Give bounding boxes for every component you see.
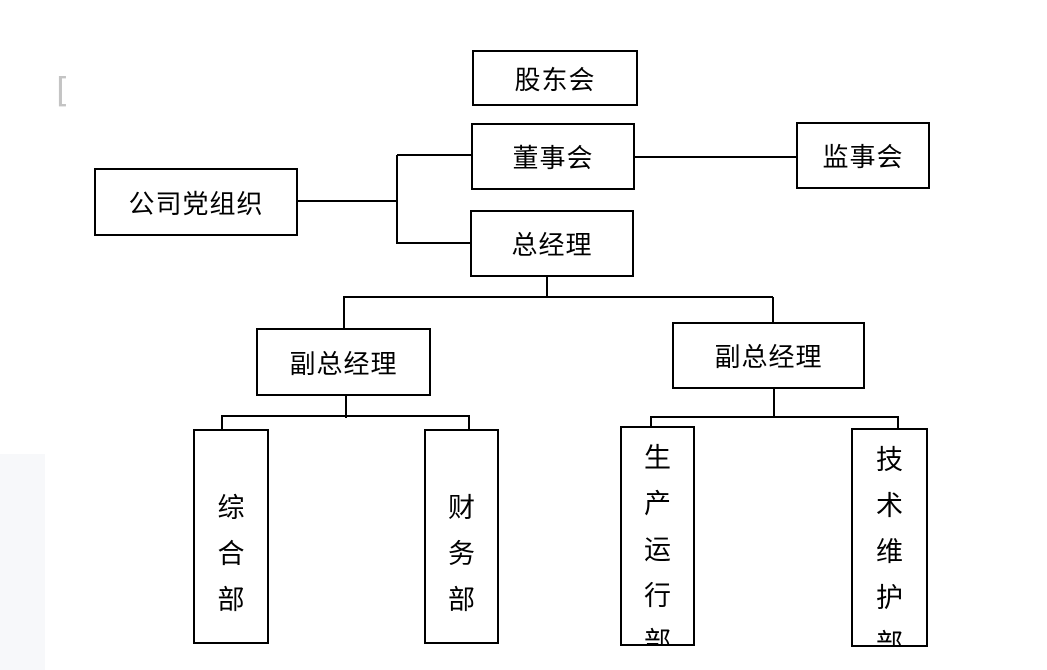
dept-tech-box: 技 术 维 护 部	[851, 428, 928, 647]
shareholders-box: 股东会	[472, 50, 638, 106]
gm-label: 总经理	[511, 231, 593, 261]
deputy-gm-right-label: 副总经理	[714, 343, 823, 373]
bracket-mark: [	[56, 71, 70, 111]
side-panel	[0, 454, 45, 670]
deputy-gm-right-box: 副总经理	[672, 322, 865, 389]
dept-finance-label: 财 务 部	[448, 493, 475, 616]
deputy-gm-left-box: 副总经理	[256, 328, 431, 396]
board-label: 董事会	[512, 144, 594, 174]
dept-general-label: 综 合 部	[217, 493, 245, 616]
dept-production-box: 生 产 运 行 部	[620, 426, 695, 646]
dept-tech-label: 技 术 维 护 部	[876, 445, 903, 647]
supervisors-box: 监事会	[796, 122, 930, 189]
deputy-gm-left-label: 副总经理	[289, 349, 398, 380]
dept-general-box: 综 合 部	[193, 429, 269, 644]
gm-box: 总经理	[470, 210, 634, 277]
shareholders-label: 股东会	[514, 65, 596, 96]
party-box: 公司党组织	[94, 168, 298, 236]
board-box: 董事会	[471, 123, 635, 190]
supervisors-label: 监事会	[822, 143, 904, 173]
party-label: 公司党组织	[128, 189, 264, 220]
dept-finance-box: 财 务 部	[424, 429, 499, 644]
dept-production-label: 生 产 运 行 部	[644, 443, 671, 646]
